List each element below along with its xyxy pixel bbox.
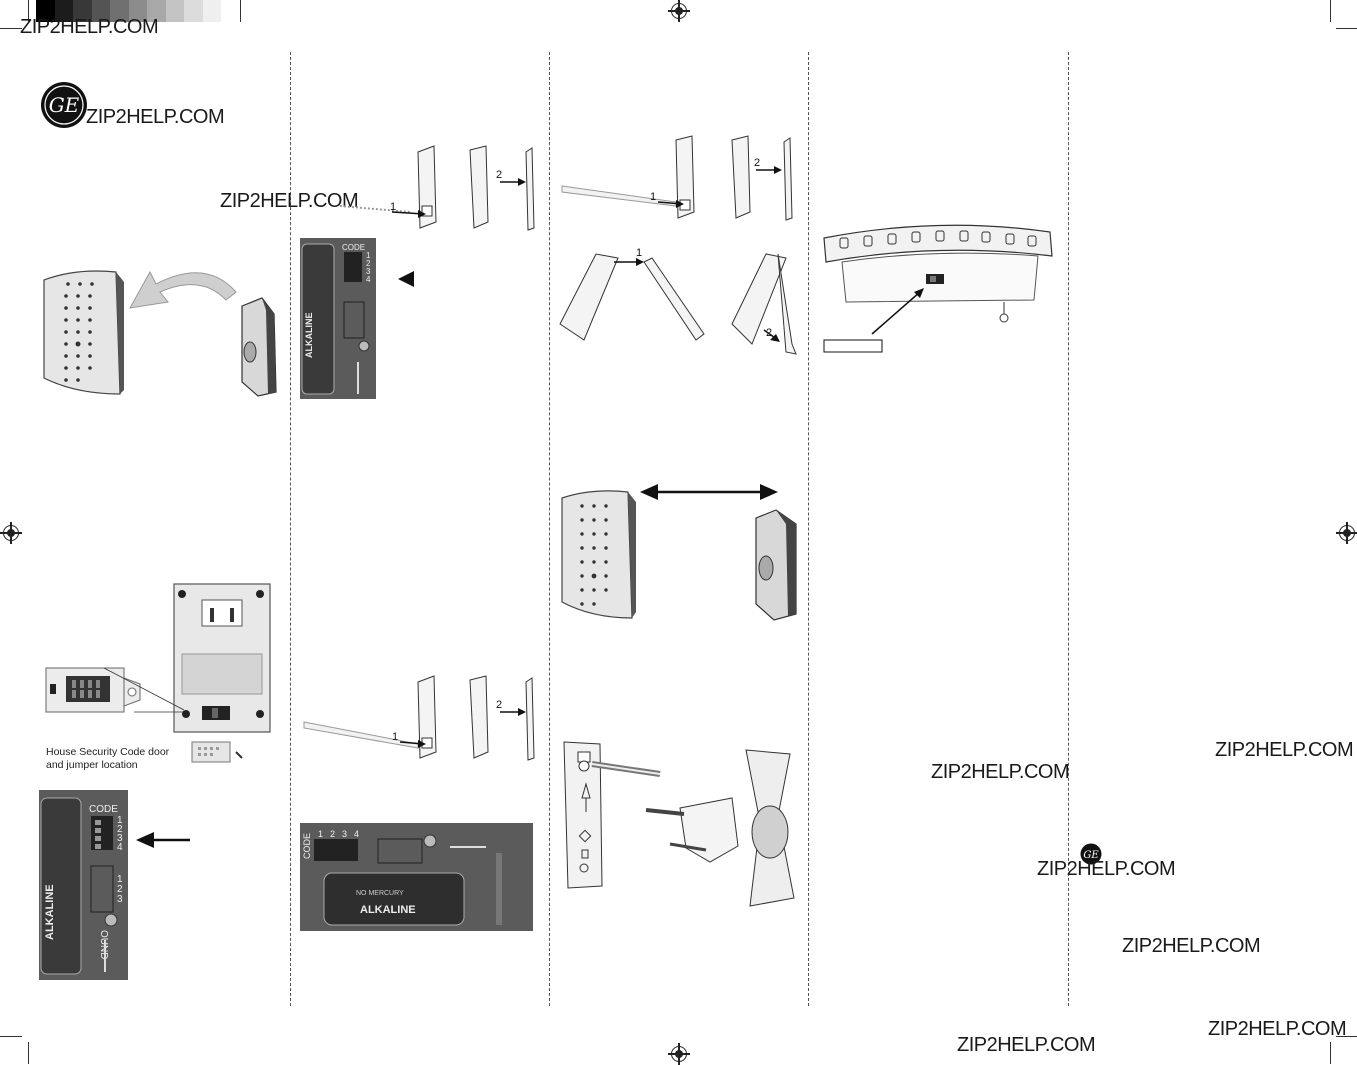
code-label: CODE bbox=[342, 243, 365, 252]
column-divider bbox=[290, 52, 291, 1006]
code-number-2: 2 bbox=[330, 829, 335, 839]
watermark: ZIP2HELP.COM bbox=[1122, 935, 1261, 957]
watermark: ZIP2HELP.COM bbox=[1037, 858, 1176, 880]
code-number-2: 2 bbox=[366, 259, 371, 268]
security-code-door-zoom bbox=[44, 666, 185, 720]
watermark: ZIP2HELP.COM bbox=[1208, 1018, 1347, 1040]
chime-top-view-illustration bbox=[818, 222, 1058, 354]
battery-horizontal-photo: CODE 1 2 3 4 ALKALINE NO MERCURY bbox=[300, 823, 533, 931]
code-number-3: 3 bbox=[366, 267, 371, 276]
caption-line-2: and jumper location bbox=[46, 759, 138, 771]
svg-text:GE: GE bbox=[49, 93, 80, 117]
crop-mark bbox=[1330, 1042, 1331, 1064]
step-number-2: 2 bbox=[766, 327, 772, 339]
crop-mark bbox=[1336, 28, 1357, 29]
transmitter-step-illustration: 1 2 bbox=[300, 672, 540, 762]
watermark: ZIP2HELP.COM bbox=[220, 190, 359, 212]
code-number-1: 1 bbox=[366, 251, 371, 260]
sound-label: OUND bbox=[98, 930, 109, 959]
crop-mark bbox=[1336, 1036, 1357, 1037]
code-number-1: 1 bbox=[318, 829, 323, 839]
mounting-step-illustration: 1 2 bbox=[556, 244, 800, 358]
crop-mark bbox=[28, 1042, 29, 1064]
step-number-1: 1 bbox=[636, 247, 642, 259]
code-number-4: 4 bbox=[354, 829, 359, 839]
watermark: ZIP2HELP.COM bbox=[1215, 739, 1354, 761]
column-divider bbox=[808, 52, 809, 1006]
code-number-2: 2 bbox=[117, 824, 123, 835]
battery-code-photo: ALKALINE CODE 1 2 3 4 bbox=[300, 238, 376, 399]
watermark: ZIP2HELP.COM bbox=[20, 16, 159, 38]
code-door-piece bbox=[190, 740, 250, 766]
pointer-arrow bbox=[136, 830, 190, 850]
transmitter-step-illustration: 1 2 bbox=[556, 134, 800, 224]
chime-and-button-illustration bbox=[36, 262, 286, 402]
pointer-triangle bbox=[398, 270, 416, 288]
plug-in-receiver-illustration bbox=[172, 582, 272, 734]
battery-compartment-photo: ALKALINE CODE 1 2 3 4 1 2 3 OUND bbox=[39, 790, 128, 980]
wall-mount-illustration bbox=[556, 738, 800, 910]
crop-mark bbox=[1330, 0, 1331, 22]
sound-number-2: 2 bbox=[117, 884, 123, 895]
watermark: ZIP2HELP.COM bbox=[957, 1034, 1096, 1056]
sound-number-3: 3 bbox=[117, 894, 123, 905]
code-label: CODE bbox=[302, 833, 312, 859]
step-number-1: 1 bbox=[392, 731, 398, 743]
code-number-1: 1 bbox=[117, 815, 123, 826]
battery-label: ALKALINE bbox=[304, 313, 314, 359]
registration-mark bbox=[1336, 522, 1357, 544]
crop-mark bbox=[0, 28, 22, 29]
code-number-3: 3 bbox=[342, 829, 347, 839]
code-label: CODE bbox=[89, 804, 118, 815]
crop-mark bbox=[0, 1036, 22, 1037]
battery-label: ALKALINE bbox=[360, 904, 416, 916]
watermark: ZIP2HELP.COM bbox=[931, 761, 1070, 783]
code-number-4: 4 bbox=[117, 842, 123, 853]
crop-mark bbox=[28, 0, 29, 22]
registration-mark bbox=[0, 522, 22, 544]
watermark: ZIP2HELP.COM bbox=[86, 106, 225, 128]
code-number-3: 3 bbox=[117, 833, 123, 844]
sound-number-1: 1 bbox=[117, 874, 123, 885]
step-number-2: 2 bbox=[754, 157, 760, 169]
color-calibration-bar bbox=[36, 0, 226, 22]
ge-logo: GE bbox=[40, 81, 88, 129]
code-number-4: 4 bbox=[366, 275, 371, 284]
security-code-caption: House Security Code door and jumper loca… bbox=[46, 746, 169, 772]
column-divider bbox=[1068, 52, 1069, 1006]
step-number-2: 2 bbox=[496, 699, 502, 711]
battery-sub-label: NO MERCURY bbox=[356, 890, 404, 897]
svg-text:GE: GE bbox=[1083, 850, 1099, 861]
range-illustration bbox=[556, 482, 800, 624]
registration-mark bbox=[668, 1043, 690, 1065]
transmitter-step-illustration: 1 2 bbox=[339, 142, 540, 232]
registration-mark bbox=[668, 0, 690, 22]
step-number-1: 1 bbox=[650, 191, 656, 203]
step-number-1: 1 bbox=[390, 201, 396, 213]
battery-label: ALKALINE bbox=[44, 884, 56, 940]
step-number-2: 2 bbox=[496, 169, 502, 181]
ge-logo-small: GE bbox=[1080, 843, 1102, 865]
column-divider bbox=[549, 52, 550, 1006]
caption-line-1: House Security Code door bbox=[46, 746, 170, 758]
crop-mark bbox=[240, 0, 241, 22]
